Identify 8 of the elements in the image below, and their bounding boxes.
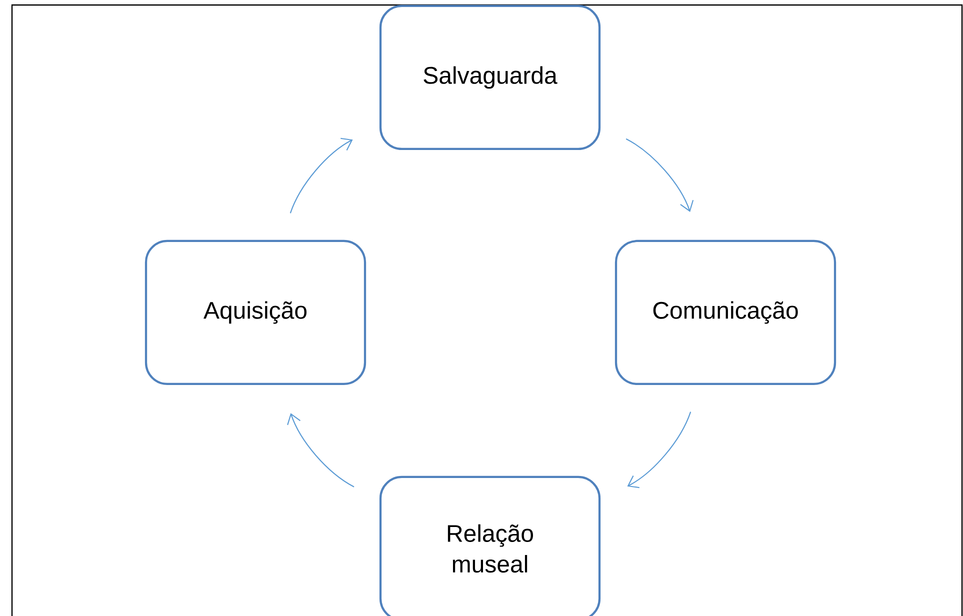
process-box: Relação museal (379, 476, 601, 616)
process-box: Salvaguarda (379, 4, 601, 150)
arrow (287, 413, 354, 488)
arrow (290, 138, 353, 214)
arrow (626, 138, 694, 212)
arrow (627, 412, 692, 488)
process-box: Comunicação (614, 240, 836, 386)
process-box: Aquisição (144, 240, 366, 386)
